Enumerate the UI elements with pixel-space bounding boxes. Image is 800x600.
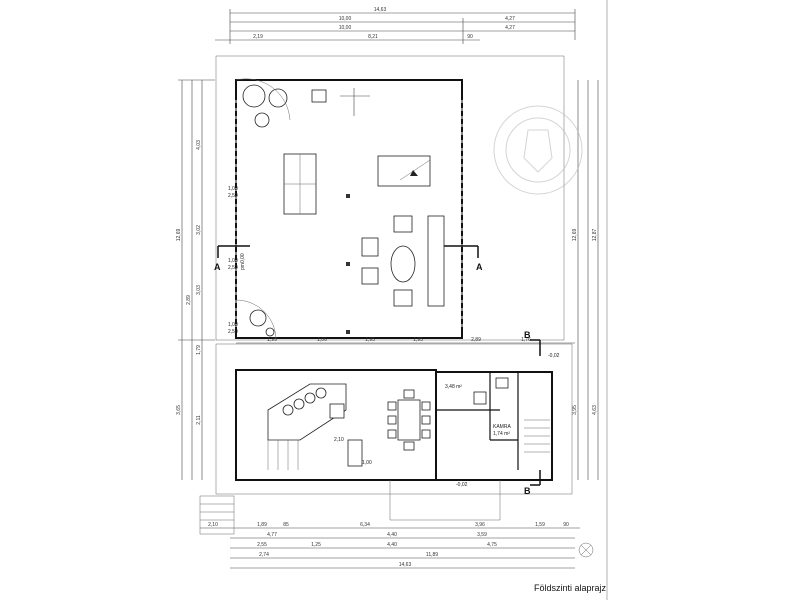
left-dim: 3,65 bbox=[176, 405, 182, 415]
left-dim: 4,03 bbox=[196, 140, 202, 150]
mid-dim: 2,89 bbox=[471, 337, 481, 343]
top-dim: 4,27 bbox=[505, 25, 515, 31]
bottom-dim: 2,10 bbox=[208, 522, 218, 528]
bottom-dim: 85 bbox=[283, 522, 289, 528]
opening-labels: 1,00 2,50 1,00 2,50 1,00 2,50 pm0,00 2,1… bbox=[228, 186, 372, 466]
bottom-dim: 1,89 bbox=[257, 522, 267, 528]
bottom-dim: 4,40 bbox=[387, 532, 397, 538]
bottom-dim: 90 bbox=[563, 522, 569, 528]
section-a-left: A bbox=[214, 262, 221, 272]
mid-dim: 1,06 bbox=[317, 337, 327, 343]
section-b-markers: B B bbox=[524, 330, 541, 496]
left-dim: 2,89 bbox=[186, 295, 192, 305]
right-dim: 12,87 bbox=[592, 229, 598, 242]
top-dim: 4,27 bbox=[505, 16, 515, 22]
top-dim: 2,19 bbox=[253, 34, 263, 40]
opening-dim: 2,50 bbox=[228, 193, 238, 199]
opening-dim: 1,00 bbox=[228, 322, 238, 328]
drawing-caption: Földszinti alaprajz bbox=[534, 583, 607, 593]
bottom-dim: 4,77 bbox=[267, 532, 277, 538]
left-dim: 3,03 bbox=[196, 285, 202, 295]
mid-dim: 1,76 bbox=[521, 337, 531, 343]
section-b-top: B bbox=[524, 330, 531, 340]
top-dim: 8,21 bbox=[368, 34, 378, 40]
wall-openings bbox=[235, 100, 463, 330]
bottom-dim: 4,40 bbox=[387, 542, 397, 548]
bottom-dim: 1,59 bbox=[535, 522, 545, 528]
mid-dim: 1,95 bbox=[413, 337, 423, 343]
official-stamp bbox=[493, 105, 583, 195]
left-dim: 2,11 bbox=[196, 415, 202, 425]
left-dim: 12,69 bbox=[176, 229, 182, 242]
left-dim: 3,02 bbox=[196, 225, 202, 235]
level-mark: -0,02 bbox=[456, 482, 468, 488]
opening-dim: 2,50 bbox=[228, 329, 238, 335]
dining-furniture bbox=[387, 389, 431, 451]
north-arrow-icon bbox=[578, 542, 594, 558]
bottom-dim: 3,96 bbox=[475, 522, 485, 528]
top-total-dim: 14,63 bbox=[374, 7, 387, 13]
bottom-dim: 2,74 bbox=[259, 552, 269, 558]
lower-terrace-outline bbox=[215, 343, 573, 495]
opening-dim: 1,00 bbox=[228, 186, 238, 192]
hall-furniture bbox=[283, 88, 445, 334]
left-dim: 1,79 bbox=[196, 345, 202, 355]
level-mark: -0,02 bbox=[548, 353, 560, 359]
bottom-total-dim: 14,63 bbox=[399, 562, 412, 568]
bottom-dim: 3,59 bbox=[477, 532, 487, 538]
mid-dim: 1,95 bbox=[365, 337, 375, 343]
bottom-dimension-lines: 2,10 1,89 85 6,34 3,96 1,59 90 4,77 4,40… bbox=[200, 522, 580, 569]
top-dim: 10,00 bbox=[339, 16, 352, 22]
kitchen-furniture bbox=[267, 383, 363, 470]
bottom-dim: 2,55 bbox=[257, 542, 267, 548]
entry-step-outline bbox=[389, 480, 501, 521]
right-dim: 3,95 bbox=[572, 405, 578, 415]
living-hall-walls bbox=[235, 79, 463, 339]
mid-dim: 1,95 bbox=[267, 337, 277, 343]
terrace-outline bbox=[215, 55, 565, 341]
plants bbox=[235, 78, 291, 341]
right-dim: 12,69 bbox=[572, 229, 578, 242]
pantry-area: 1,74 m² bbox=[493, 431, 510, 437]
kitchen-dim: 2,10 bbox=[334, 437, 344, 443]
top-dim: 10,00 bbox=[339, 25, 352, 31]
service-rooms: KAMRA 1,74 m² 3,48 m² -0,02 -0,02 bbox=[436, 353, 560, 488]
pantry-name: KAMRA bbox=[493, 424, 511, 430]
kitchen-dim: 1,00 bbox=[362, 460, 372, 466]
top-dim: 90 bbox=[467, 34, 473, 40]
section-a-right: A bbox=[476, 262, 483, 272]
top-dimension-lines: 14,63 10,00 4,27 10,00 4,27 2,19 8,21 90 bbox=[215, 7, 576, 44]
exterior-stairs bbox=[199, 495, 235, 535]
service-wing-walls bbox=[435, 371, 553, 481]
left-dimension-lines: 12,69 4,03 3,02 3,03 2,89 1,79 3,65 2,11 bbox=[176, 79, 215, 480]
section-b-bottom: B bbox=[524, 486, 531, 496]
right-dim: 4,63 bbox=[592, 405, 598, 415]
opening-dim: 1,00 bbox=[228, 258, 238, 264]
wc-area: 3,48 m² bbox=[445, 384, 462, 390]
level-mark: pm0,00 bbox=[240, 253, 246, 270]
mid-dimension-line: 1,95 1,06 1,95 1,95 2,89 1,76 bbox=[236, 337, 575, 344]
section-a-markers: A A bbox=[214, 245, 483, 272]
bottom-dim: 6,34 bbox=[360, 522, 370, 528]
bottom-dim: 4,75 bbox=[487, 542, 497, 548]
bottom-dim: 1,25 bbox=[311, 542, 321, 548]
right-dimension-lines: 12,69 12,87 3,95 4,63 bbox=[572, 80, 599, 480]
bottom-dim: 11,89 bbox=[426, 552, 438, 558]
opening-dim: 2,50 bbox=[228, 265, 238, 271]
